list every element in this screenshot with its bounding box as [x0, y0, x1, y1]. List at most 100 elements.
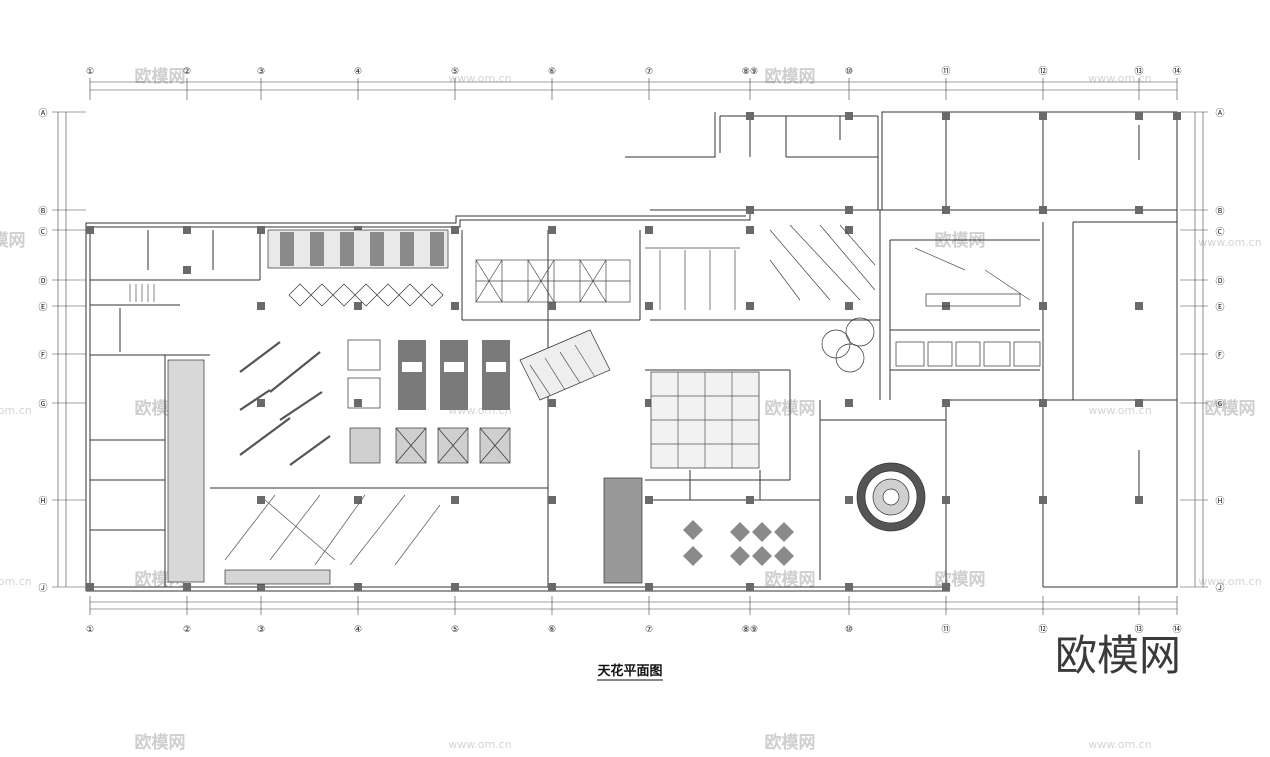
- axis-col-12-bottom: ⑫: [1038, 624, 1047, 635]
- column-axis-labels-top: ① ② ③ ④ ⑤ ⑥ ⑦ ⑧⑨ ⑩ ⑪ ⑫ ⑬ ⑭: [86, 66, 1182, 77]
- axis-row-D-right: Ⓓ: [1215, 276, 1224, 287]
- structural-column: [942, 206, 950, 214]
- axis-col-12-top: ⑫: [1038, 66, 1047, 77]
- structural-column: [1039, 112, 1047, 120]
- axis-col-5-top: ⑤: [451, 67, 459, 77]
- drawing-title-block: 天花平面图: [597, 663, 663, 681]
- structural-column: [845, 226, 853, 234]
- structural-column: [746, 112, 754, 120]
- structural-column: [183, 266, 191, 274]
- axis-col-10-top: ⑩: [845, 67, 853, 77]
- structural-column: [942, 496, 950, 504]
- axis-col-4-bottom: ④: [354, 625, 362, 635]
- structural-column: [845, 112, 853, 120]
- axis-col-3-top: ③: [257, 67, 265, 77]
- axis-col-5-bottom: ⑤: [451, 625, 459, 635]
- structural-column: [354, 496, 362, 504]
- ceiling-features: [129, 224, 1041, 585]
- axis-col-1-top: ①: [86, 67, 94, 77]
- axis-row-B-left: Ⓑ: [38, 206, 47, 217]
- structural-column: [645, 399, 653, 407]
- structural-column: [746, 226, 754, 234]
- axis-row-E-right: Ⓔ: [1215, 302, 1224, 313]
- axis-row-B-right: Ⓑ: [1215, 206, 1224, 217]
- structural-column: [548, 302, 556, 310]
- structural-column: [548, 583, 556, 591]
- structural-column: [845, 302, 853, 310]
- axis-col-3-bottom: ③: [257, 625, 265, 635]
- drawing-title: 天花平面图: [597, 663, 662, 679]
- axis-col-6-top: ⑥: [548, 67, 556, 77]
- axis-row-J-left: Ⓙ: [38, 583, 47, 594]
- axis-col-7-bottom: ⑦: [645, 625, 653, 635]
- structural-column: [1135, 302, 1143, 310]
- structural-column: [1135, 399, 1143, 407]
- axis-row-H-right: Ⓗ: [1215, 496, 1224, 507]
- row-axis-labels-right: Ⓐ Ⓑ Ⓒ Ⓓ Ⓔ Ⓕ Ⓖ Ⓗ Ⓙ: [1215, 108, 1224, 594]
- watermark-url: www.om.cn: [1198, 575, 1261, 588]
- structural-column: [451, 226, 459, 234]
- structural-column: [1135, 112, 1143, 120]
- axis-row-J-right: Ⓙ: [1215, 583, 1224, 594]
- structural-column: [548, 496, 556, 504]
- structural-column: [451, 583, 459, 591]
- watermark-text: 欧模网: [765, 66, 816, 87]
- building-walls: [85, 111, 1178, 592]
- structural-column: [645, 496, 653, 504]
- structural-column: [1135, 496, 1143, 504]
- structural-column: [645, 583, 653, 591]
- structural-column: [1135, 206, 1143, 214]
- axis-col-2-bottom: ②: [183, 625, 191, 635]
- axis-col-11-top: ⑪: [941, 66, 950, 77]
- watermark-text: 欧模网: [1205, 398, 1256, 419]
- axis-row-C-left: Ⓒ: [38, 227, 47, 238]
- structural-column: [548, 226, 556, 234]
- structural-column: [746, 302, 754, 310]
- axis-row-F-right: Ⓕ: [1215, 350, 1224, 361]
- axis-row-G-left: Ⓖ: [38, 399, 47, 410]
- watermark-text: 欧模网: [135, 66, 186, 87]
- structural-column: [746, 583, 754, 591]
- axis-col-7-top: ⑦: [645, 67, 653, 77]
- structural-column: [183, 226, 191, 234]
- axis-col-6-bottom: ⑥: [548, 625, 556, 635]
- watermark-url: www.om.cn: [1088, 404, 1151, 417]
- watermark-url: www.om.cn: [0, 575, 32, 588]
- axis-col-14-bottom: ⑭: [1172, 624, 1181, 635]
- structural-column: [257, 496, 265, 504]
- structural-column: [645, 226, 653, 234]
- column-axis-ticks: [89, 78, 1178, 615]
- structural-column: [257, 302, 265, 310]
- axis-row-A-left: Ⓐ: [38, 108, 47, 119]
- structural-column: [354, 399, 362, 407]
- structural-column: [257, 399, 265, 407]
- axis-col-4-top: ④: [354, 67, 362, 77]
- watermark-text: 欧模网: [0, 230, 26, 251]
- watermark-url: www.om.cn: [448, 738, 511, 751]
- structural-column: [354, 583, 362, 591]
- structural-column: [257, 226, 265, 234]
- axis-col-13-top: ⑬: [1134, 66, 1143, 77]
- axis-row-H-left: Ⓗ: [38, 496, 47, 507]
- structural-column: [942, 583, 950, 591]
- structural-column: [1039, 302, 1047, 310]
- structural-column: [1173, 112, 1181, 120]
- axis-row-A-right: Ⓐ: [1215, 108, 1224, 119]
- axis-col-14-top: ⑭: [1172, 66, 1181, 77]
- dimension-lines: [57, 81, 1204, 610]
- structural-column: [1039, 399, 1047, 407]
- structural-column: [548, 399, 556, 407]
- watermark-text: 欧模网: [135, 732, 186, 753]
- axis-col-13-bottom: ⑬: [1134, 624, 1143, 635]
- axis-col-1-bottom: ①: [86, 625, 94, 635]
- axis-col-11-bottom: ⑪: [941, 624, 950, 635]
- structural-column: [845, 206, 853, 214]
- structural-column: [942, 112, 950, 120]
- axis-col-10-bottom: ⑩: [845, 625, 853, 635]
- structural-column: [845, 399, 853, 407]
- axis-col-2-top: ②: [183, 67, 191, 77]
- row-axis-labels-left: Ⓐ Ⓑ Ⓒ Ⓓ Ⓔ Ⓕ Ⓖ Ⓗ Ⓙ: [38, 108, 47, 594]
- structural-column: [451, 302, 459, 310]
- row-axis-ticks: [52, 111, 1208, 588]
